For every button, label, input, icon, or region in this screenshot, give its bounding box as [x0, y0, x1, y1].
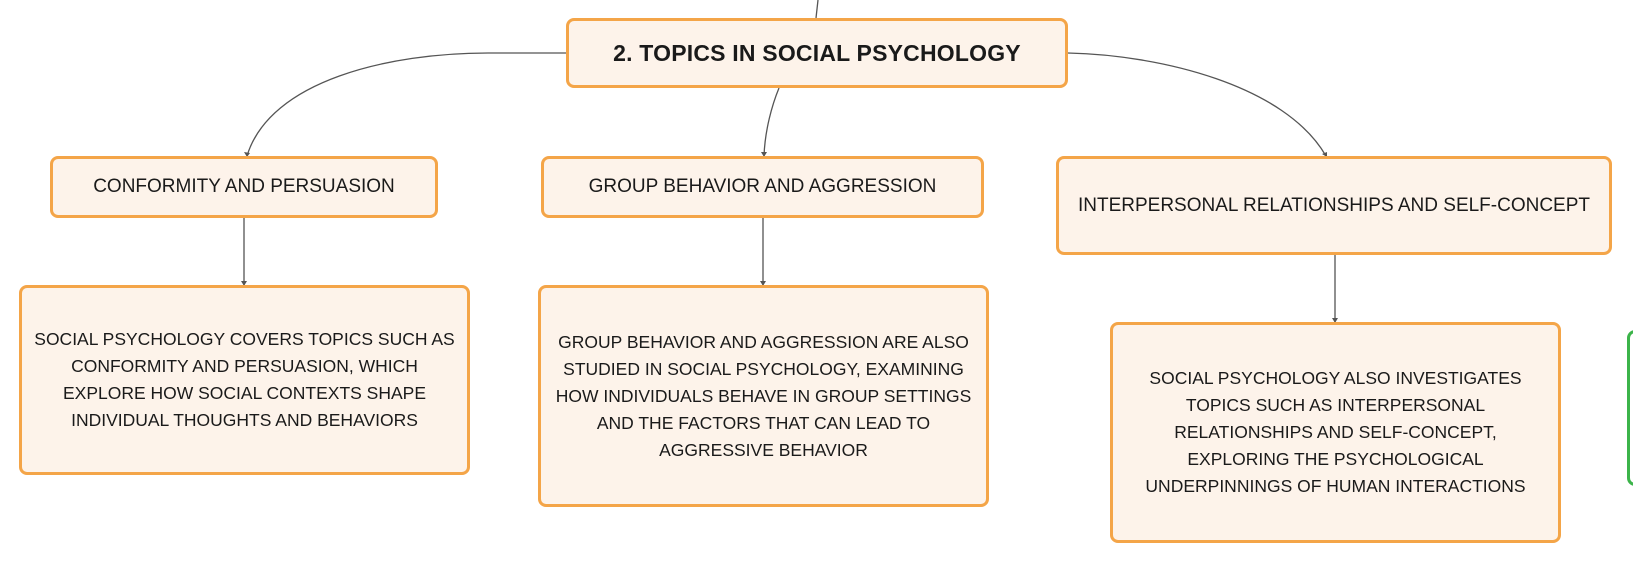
connector-root-to-topic-2 [763, 87, 780, 157]
detail-text: SOCIAL PSYCHOLOGY ALSO INVESTIGATES TOPI… [1145, 368, 1526, 496]
connector-root-to-topic-3 [1067, 52, 1327, 157]
root-title: 2. TOPICS IN SOCIAL PSYCHOLOGY [613, 39, 1021, 66]
detail-node-interpersonal-relationships[interactable]: SOCIAL PSYCHOLOGY ALSO INVESTIGATES TOPI… [1110, 322, 1561, 543]
detail-text: SOCIAL PSYCHOLOGY COVERS TOPICS SUCH AS … [34, 329, 455, 430]
root-node[interactable]: 2. TOPICS IN SOCIAL PSYCHOLOGY [566, 18, 1068, 88]
partial-offscreen-node[interactable] [1627, 330, 1633, 486]
detail-node-conformity-persuasion[interactable]: SOCIAL PSYCHOLOGY COVERS TOPICS SUCH AS … [19, 285, 470, 475]
detail-text: GROUP BEHAVIOR AND AGGRESSION ARE ALSO S… [555, 331, 972, 460]
topic-label: INTERPERSONAL RELATIONSHIPS AND SELF-CON… [1077, 194, 1591, 216]
connector-root-to-topic-1 [246, 52, 566, 157]
connector-parent-to-root [815, 0, 819, 19]
topic-label: GROUP BEHAVIOR AND AGGRESSION [588, 176, 937, 197]
topic-node-group-behavior-aggression[interactable]: GROUP BEHAVIOR AND AGGRESSION [541, 156, 984, 218]
topic-node-interpersonal-relationships[interactable]: INTERPERSONAL RELATIONSHIPS AND SELF-CON… [1056, 156, 1612, 255]
detail-node-group-behavior-aggression[interactable]: GROUP BEHAVIOR AND AGGRESSION ARE ALSO S… [538, 285, 989, 507]
topic-node-conformity-persuasion[interactable]: CONFORMITY AND PERSUASION [50, 156, 438, 218]
topic-label: CONFORMITY AND PERSUASION [93, 176, 395, 197]
